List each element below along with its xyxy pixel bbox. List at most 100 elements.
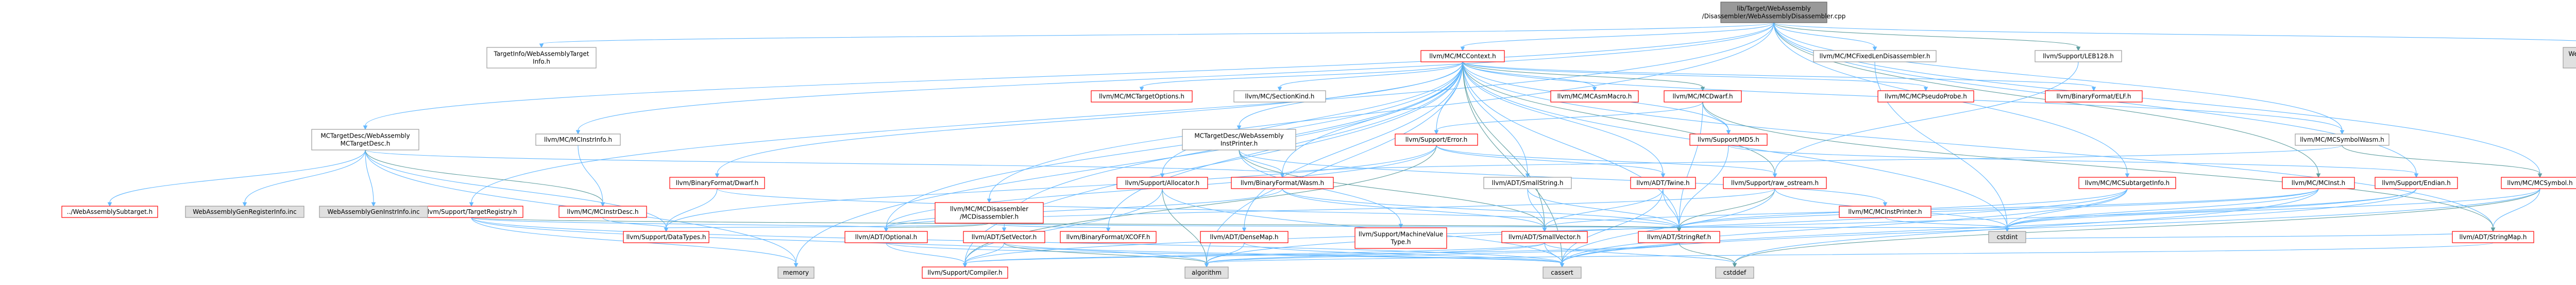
node-label: llvm/MC/MCDwarf.h bbox=[1672, 93, 1733, 100]
edge-mcsymbol-to-cassert bbox=[1561, 189, 2540, 267]
node-mcsymbol[interactable]: llvm/MC/MCSymbol.h bbox=[2501, 177, 2576, 189]
node-compiler[interactable]: llvm/Support/Compiler.h bbox=[922, 267, 1008, 278]
edge-mcsymwasm-to-mcsymbol bbox=[2342, 145, 2542, 177]
node-label: WebAssemblyGenRegisterInfo.inc bbox=[193, 208, 297, 215]
node-endian[interactable]: llvm/Support/Endian.h bbox=[2375, 177, 2458, 189]
node-mctopts[interactable]: llvm/MC/MCTargetOptions.h bbox=[1091, 91, 1192, 102]
edge-targetreg-to-stringref bbox=[471, 217, 1681, 231]
node-cassert: cassert bbox=[1543, 267, 1581, 278]
node-label: InstPrinter.h bbox=[1221, 140, 1258, 147]
node-mccontext[interactable]: llvm/MC/MCContext.h bbox=[1421, 51, 1504, 62]
edge-root-to-mcfixed bbox=[1774, 23, 1877, 51]
edge-twine-to-smallvec bbox=[1543, 189, 1664, 231]
node-label: llvm/Support/TargetRegistry.h bbox=[426, 208, 517, 215]
node-label: TargetInfo/WebAssemblyTarget bbox=[493, 51, 589, 58]
edge-stringmap-to-cstdint bbox=[2006, 231, 2494, 243]
edge-mcinstrdesc-to-datatypes bbox=[603, 217, 668, 231]
edge-optional-to-compiler bbox=[886, 243, 967, 267]
node-label: MCTargetDesc/WebAssembly bbox=[320, 132, 410, 140]
node-md5[interactable]: llvm/Support/MD5.h bbox=[1690, 134, 1767, 145]
node-mcinstrdesc[interactable]: llvm/MC/MCInstrDesc.h bbox=[559, 206, 647, 217]
node-label: llvm/Support/Endian.h bbox=[2382, 179, 2451, 187]
node-label: MCTargetDesc.h bbox=[341, 140, 391, 147]
node-bfwasm[interactable]: llvm/BinaryFormat/Wasm.h bbox=[1231, 177, 1333, 189]
node-label: cstddef bbox=[1723, 269, 1747, 276]
node-label: llvm/MC/MCSymbol.h bbox=[2507, 179, 2572, 187]
edge-mctargetdesc-to-bfwasm bbox=[365, 150, 1284, 177]
node-mctargetdesc: MCTargetDesc/WebAssemblyMCTargetDesc.h bbox=[312, 129, 419, 150]
node-label: llvm/MC/MCDisassembler bbox=[950, 206, 1028, 213]
edge-mcsymbol-to-cstdint bbox=[2006, 189, 2540, 231]
node-mcdwarf[interactable]: llvm/MC/MCDwarf.h bbox=[1664, 91, 1741, 102]
node-label: llvm/MC/MCContext.h bbox=[1429, 53, 1496, 60]
node-allocator[interactable]: llvm/Support/Allocator.h bbox=[1117, 177, 1208, 189]
node-label: llvm/ADT/SmallString.h bbox=[1492, 179, 1564, 187]
graph-edges bbox=[108, 23, 2576, 267]
node-root: lib/Target/WebAssembly/Disassembler/WebA… bbox=[1702, 2, 1846, 23]
node-label: llvm/MC/MCInstrInfo.h bbox=[544, 136, 612, 143]
node-label: llvm/MC/MCPseudoProbe.h bbox=[1885, 93, 1967, 100]
node-stringref[interactable]: llvm/ADT/StringRef.h bbox=[1638, 231, 1720, 243]
edge-mcdwarf-to-md5 bbox=[1703, 102, 1731, 134]
node-bfelf[interactable]: llvm/BinaryFormat/ELF.h bbox=[2045, 91, 2142, 102]
edge-targetreg-to-optional bbox=[471, 217, 888, 231]
edge-twine-to-stringref bbox=[1663, 189, 1681, 231]
node-cstddef: cstddef bbox=[1716, 267, 1754, 278]
node-label: llvm/Support/MachineValue bbox=[1359, 231, 1443, 238]
node-label: llvm/Support/Allocator.h bbox=[1125, 179, 1199, 187]
node-label: WebAssemblyGenDisassembler bbox=[2568, 51, 2576, 58]
edge-root-to-mcinstinfo bbox=[577, 23, 1774, 134]
node-mcsubtarget[interactable]: llvm/MC/MCSubtargetInfo.h bbox=[2079, 177, 2176, 189]
node-bfxcoff[interactable]: llvm/BinaryFormat/XCOFF.h bbox=[1060, 231, 1156, 243]
node-mcinst[interactable]: llvm/MC/MCInst.h bbox=[2282, 177, 2354, 189]
node-mcdisasm[interactable]: llvm/MC/MCDisassembler/MCDisassembler.h bbox=[935, 203, 1043, 223]
node-setvector[interactable]: llvm/ADT/SetVector.h bbox=[963, 231, 1045, 243]
node-machvt[interactable]: llvm/Support/MachineValueType.h bbox=[1355, 228, 1447, 248]
node-label: llvm/Support/LEB128.h bbox=[2043, 53, 2114, 60]
node-mcasmmacro[interactable]: llvm/MC/MCAsmMacro.h bbox=[1551, 91, 1638, 102]
node-label: cassert bbox=[1551, 269, 1573, 276]
node-label: llvm/BinaryFormat/XCOFF.h bbox=[1066, 233, 1150, 241]
edge-mccontext-to-bfwasm bbox=[1281, 62, 1463, 177]
node-targetreg[interactable]: llvm/Support/TargetRegistry.h bbox=[420, 206, 523, 217]
node-label: llvm/MC/MCInstPrinter.h bbox=[1848, 208, 1922, 215]
node-subtarget[interactable]: ../WebAssemblySubtarget.h bbox=[62, 206, 158, 217]
node-stringmap[interactable]: llvm/ADT/StringMap.h bbox=[2452, 231, 2534, 243]
node-mcpseudo[interactable]: llvm/MC/MCPseudoProbe.h bbox=[1878, 91, 1974, 102]
node-mcinstinfo: llvm/MC/MCInstrInfo.h bbox=[536, 134, 620, 145]
node-label: llvm/MC/MCInstrDesc.h bbox=[567, 208, 639, 215]
node-label: algorithm bbox=[1192, 269, 1222, 276]
node-bfdwarf[interactable]: llvm/BinaryFormat/Dwarf.h bbox=[670, 177, 765, 189]
edge-root-to-tinfo bbox=[540, 23, 1774, 47]
node-mcinstprinter[interactable]: llvm/MC/MCInstPrinter.h bbox=[1839, 206, 1931, 217]
edge-error-to-twine bbox=[1436, 145, 1665, 177]
edge-mctargetdesc-to-subtarget bbox=[108, 150, 366, 206]
edge-mctargetdesc-to-mcinstrdesc bbox=[365, 150, 605, 206]
node-label: llvm/Support/Error.h bbox=[1405, 136, 1468, 143]
node-mcfixed: llvm/MC/MCFixedLenDisassembler.h bbox=[1814, 51, 1936, 62]
node-optional[interactable]: llvm/ADT/Optional.h bbox=[845, 231, 927, 243]
node-datatypes[interactable]: llvm/Support/DataTypes.h bbox=[623, 231, 709, 243]
node-label: llvm/Support/raw_ostream.h bbox=[1731, 179, 1819, 187]
node-label: llvm/MC/MCSubtargetInfo.h bbox=[2085, 179, 2170, 187]
node-error[interactable]: llvm/Support/Error.h bbox=[1395, 134, 1478, 145]
node-twine[interactable]: llvm/ADT/Twine.h bbox=[1631, 177, 1696, 189]
edge-mccontext-to-allocator bbox=[1161, 62, 1463, 177]
node-label: llvm/ADT/Twine.h bbox=[1636, 179, 1689, 187]
node-label: memory bbox=[783, 269, 809, 276]
node-label: llvm/MC/MCInst.h bbox=[2292, 179, 2346, 187]
node-label: llvm/MC/SectionKind.h bbox=[1245, 93, 1315, 100]
node-label: llvm/ADT/DenseMap.h bbox=[1210, 233, 1279, 241]
node-label: WebAssemblyGenInstrInfo.inc bbox=[327, 208, 419, 215]
node-label: llvm/MC/MCFixedLenDisassembler.h bbox=[1820, 53, 1930, 60]
node-label: llvm/Support/Compiler.h bbox=[927, 269, 1002, 276]
node-rawostream[interactable]: llvm/Support/raw_ostream.h bbox=[1723, 177, 1826, 189]
node-smallvec[interactable]: llvm/ADT/SmallVector.h bbox=[1502, 231, 1587, 243]
node-label: cstdint bbox=[1997, 233, 2018, 241]
node-inspr: MCTargetDesc/WebAssemblyInstPrinter.h bbox=[1182, 129, 1296, 150]
node-label: Info.h bbox=[533, 58, 550, 65]
node-densemap[interactable]: llvm/ADT/DenseMap.h bbox=[1200, 231, 1288, 243]
edge-mcinstinfo-to-mcinstrdesc bbox=[578, 145, 605, 206]
edge-mctargetdesc-to-genreginfo bbox=[243, 150, 366, 206]
node-label: llvm/ADT/SmallVector.h bbox=[1509, 233, 1581, 241]
